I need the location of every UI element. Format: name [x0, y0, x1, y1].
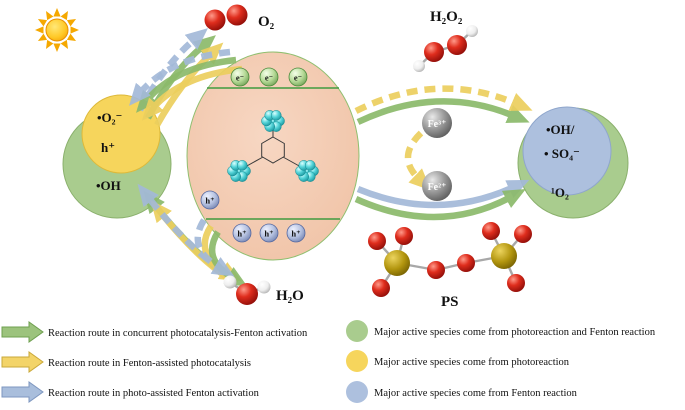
h2o2-molecule: [413, 25, 478, 72]
legend-route-label-2: Reaction route in photo-assisted Fenton …: [48, 388, 260, 399]
hydrogen-atom: [223, 275, 237, 289]
electron-label: e⁻: [265, 73, 273, 83]
hole-label: h⁺: [205, 196, 214, 206]
singlet-oxygen-label: ¹O₂: [551, 185, 569, 200]
legend: Reaction route in concurrent photocataly…: [1, 320, 656, 403]
legend-route-label-0: Reaction route in concurrent photocataly…: [48, 328, 308, 339]
electrons: e⁻ e⁻ e⁻: [230, 67, 308, 87]
legend-species-swatch-blue: [346, 381, 368, 403]
route-arrow-green-right-top: [356, 98, 530, 125]
sulfur-atom: [491, 243, 517, 269]
oxygen-atom: [424, 42, 444, 62]
hole-sphere: [286, 223, 306, 243]
oxygen-atom: [395, 227, 413, 245]
oxygen-atom: [507, 274, 525, 292]
hole-label: h⁺: [291, 229, 300, 239]
sulfur-atom: [384, 250, 410, 276]
route-arrow-yellow-right-top: [354, 85, 533, 114]
legend-route-arrow-yellow: [1, 351, 44, 373]
oxygen-atom: [457, 254, 475, 272]
hole-sphere: [259, 223, 279, 243]
route-arrow-blue-to-superoxide: [128, 48, 231, 106]
oxygen-atom: [514, 225, 532, 243]
o2-molecule: [204, 4, 248, 31]
catalyst-ellipse: [186, 51, 360, 261]
o2-label: O₂: [258, 14, 275, 30]
electron-sphere: [288, 67, 308, 87]
sun-icon: [35, 8, 79, 52]
oxygen-atom: [482, 222, 500, 240]
route-arrow-yellow-to-superoxide: [141, 65, 243, 121]
left-species-yellow-circle: [81, 94, 161, 174]
fe3-sphere: [422, 108, 452, 138]
sun-body: [45, 18, 69, 42]
hole-sphere: [232, 223, 252, 243]
hole-species-label: h⁺: [101, 140, 115, 155]
ps-label: PS: [441, 294, 459, 310]
hydrogen-atom: [466, 25, 478, 37]
electron-label: e⁻: [294, 73, 302, 83]
hole-sphere: [200, 190, 220, 210]
hydroxyl-label: •OH: [96, 178, 121, 193]
electron-label: e⁻: [236, 73, 244, 83]
electron-sphere: [230, 67, 250, 87]
h2o2-label: H₂O₂: [430, 9, 463, 25]
fe2-label: Fe²⁺: [428, 182, 447, 193]
legend-species-label-0: Major active species come from photoreac…: [374, 327, 656, 338]
oxygen-atom: [447, 35, 467, 55]
route-arrow-blue-to-h2o: [194, 218, 235, 277]
iron-ions: Fe³⁺ Fe²⁺: [422, 108, 452, 201]
route-arrow-fe-cycle: [404, 130, 432, 191]
oxygen-atom: [226, 4, 248, 26]
legend-route-label-1: Reaction route in Fenton-assisted photoc…: [48, 358, 251, 369]
route-arrow-green-to-superoxide: [136, 56, 237, 113]
legend-route-arrow-green: [1, 321, 44, 343]
hydrogen-atom: [413, 60, 425, 72]
legend-species-swatch-green: [346, 320, 368, 342]
hole-label: h⁺: [264, 229, 273, 239]
h2o-label: H₂O: [276, 288, 304, 304]
oxygen-atom: [236, 283, 258, 305]
superoxide-label: •O₂⁻: [97, 110, 122, 125]
hydroxyl-slash-label: •OH/: [546, 122, 575, 137]
oxygen-atom: [368, 232, 386, 250]
oxygen-atom: [372, 279, 390, 297]
sulfate-radical-label: • SO₄⁻: [544, 146, 580, 161]
legend-route-arrow-blue: [1, 381, 44, 403]
holes: h⁺ h⁺ h⁺ h⁺: [200, 190, 306, 243]
oxygen-atom: [204, 9, 226, 31]
legend-species-swatch-yellow: [346, 350, 368, 372]
hole-label: h⁺: [237, 229, 246, 239]
electron-sphere: [259, 67, 279, 87]
right-species-blue-circle: [522, 106, 612, 196]
catalyst-structure: [227, 110, 319, 182]
fe3-label: Fe³⁺: [428, 119, 447, 130]
fe2-sphere: [422, 171, 452, 201]
oxygen-atom: [427, 261, 445, 279]
hydrogen-atom: [257, 280, 271, 294]
legend-species-label-1: Major active species come from photoreac…: [374, 357, 570, 368]
h2o-molecule: [223, 275, 271, 305]
ps-molecule: [368, 222, 532, 297]
route-arrow-green-right-bottom: [354, 189, 526, 221]
route-arrow-blue-right-bottom: [356, 179, 530, 209]
legend-species-label-2: Major active species come from Fenton re…: [374, 388, 578, 399]
